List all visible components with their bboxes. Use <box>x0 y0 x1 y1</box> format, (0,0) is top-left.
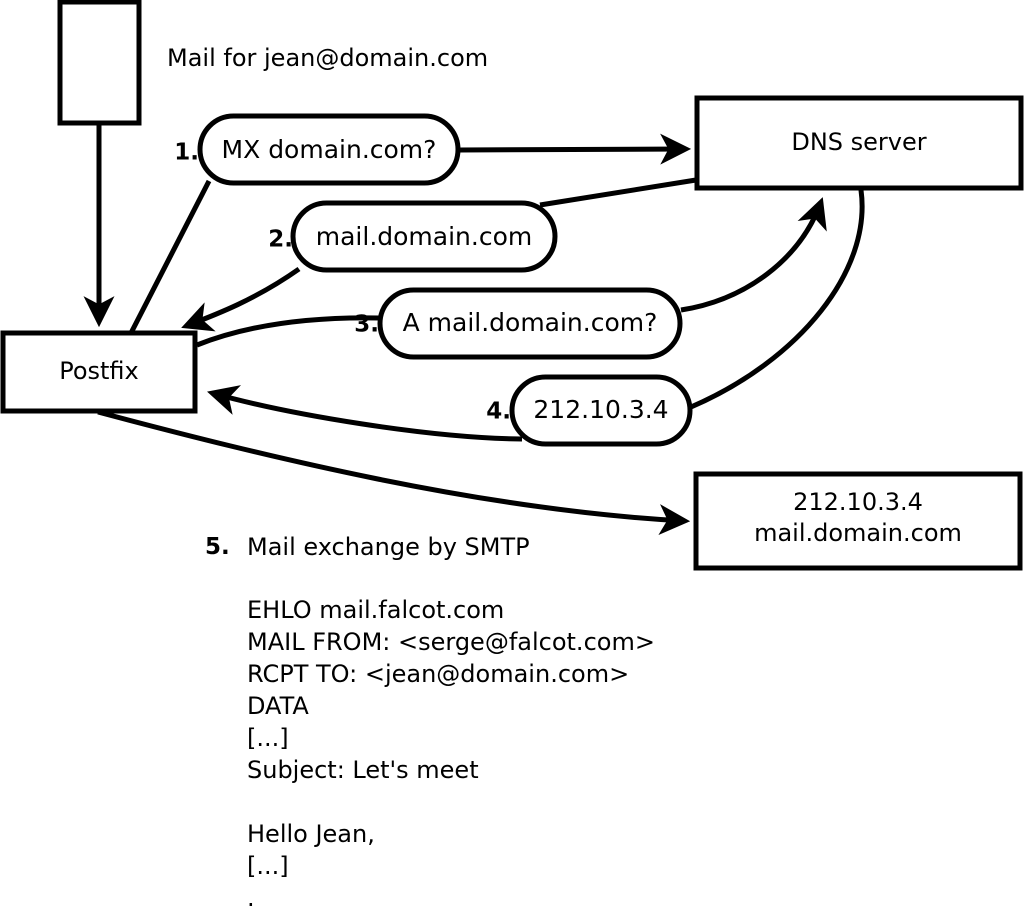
edge-postfix-to-step1 <box>128 179 212 335</box>
node-client-box[interactable] <box>57 0 142 126</box>
node-target-ip-label: 212.10.3.4 <box>793 488 923 516</box>
step4-number: 4. <box>486 399 511 425</box>
edge-dns-to-step2 <box>539 177 697 208</box>
bubble-step3-label: A mail.domain.com? <box>403 308 658 337</box>
bubble-step1-label: MX domain.com? <box>222 135 437 164</box>
mail-for-caption: Mail for jean@domain.com <box>167 44 489 72</box>
step5-label: Mail exchange by SMTP <box>247 533 530 561</box>
step3-number: 3. <box>354 312 379 338</box>
smtp-transcript: EHLO mail.falcot.com MAIL FROM: <serge@f… <box>247 596 655 912</box>
node-target-host-label: mail.domain.com <box>754 519 962 547</box>
edge-step1-to-dns <box>458 133 692 165</box>
bubble-step2-label: mail.domain.com <box>316 222 532 251</box>
node-dns-label: DNS server <box>791 128 926 156</box>
bubble-step3[interactable] <box>377 287 683 360</box>
edge-step3-to-dns <box>680 197 827 313</box>
step2-number: 2. <box>268 227 293 253</box>
node-postfix-label: Postfix <box>59 357 139 385</box>
edge-step2-to-postfix <box>181 266 301 332</box>
edge-postfix-to-target-smtp <box>97 409 691 536</box>
step5-number: 5. <box>205 534 230 560</box>
node-dns-box[interactable] <box>694 95 1024 191</box>
node-postfix-box[interactable] <box>0 330 198 414</box>
bubble-step1[interactable] <box>197 113 461 186</box>
node-target-box[interactable] <box>693 471 1023 571</box>
edge-postfix-to-step3 <box>196 315 381 348</box>
step1-number: 1. <box>174 140 199 166</box>
bubble-step4-label: 212.10.3.4 <box>533 395 668 424</box>
edge-dns-to-step4 <box>690 189 865 410</box>
edge-step4-to-postfix <box>207 385 523 442</box>
bubble-step4[interactable] <box>509 374 693 447</box>
bubble-step2[interactable] <box>290 200 558 273</box>
